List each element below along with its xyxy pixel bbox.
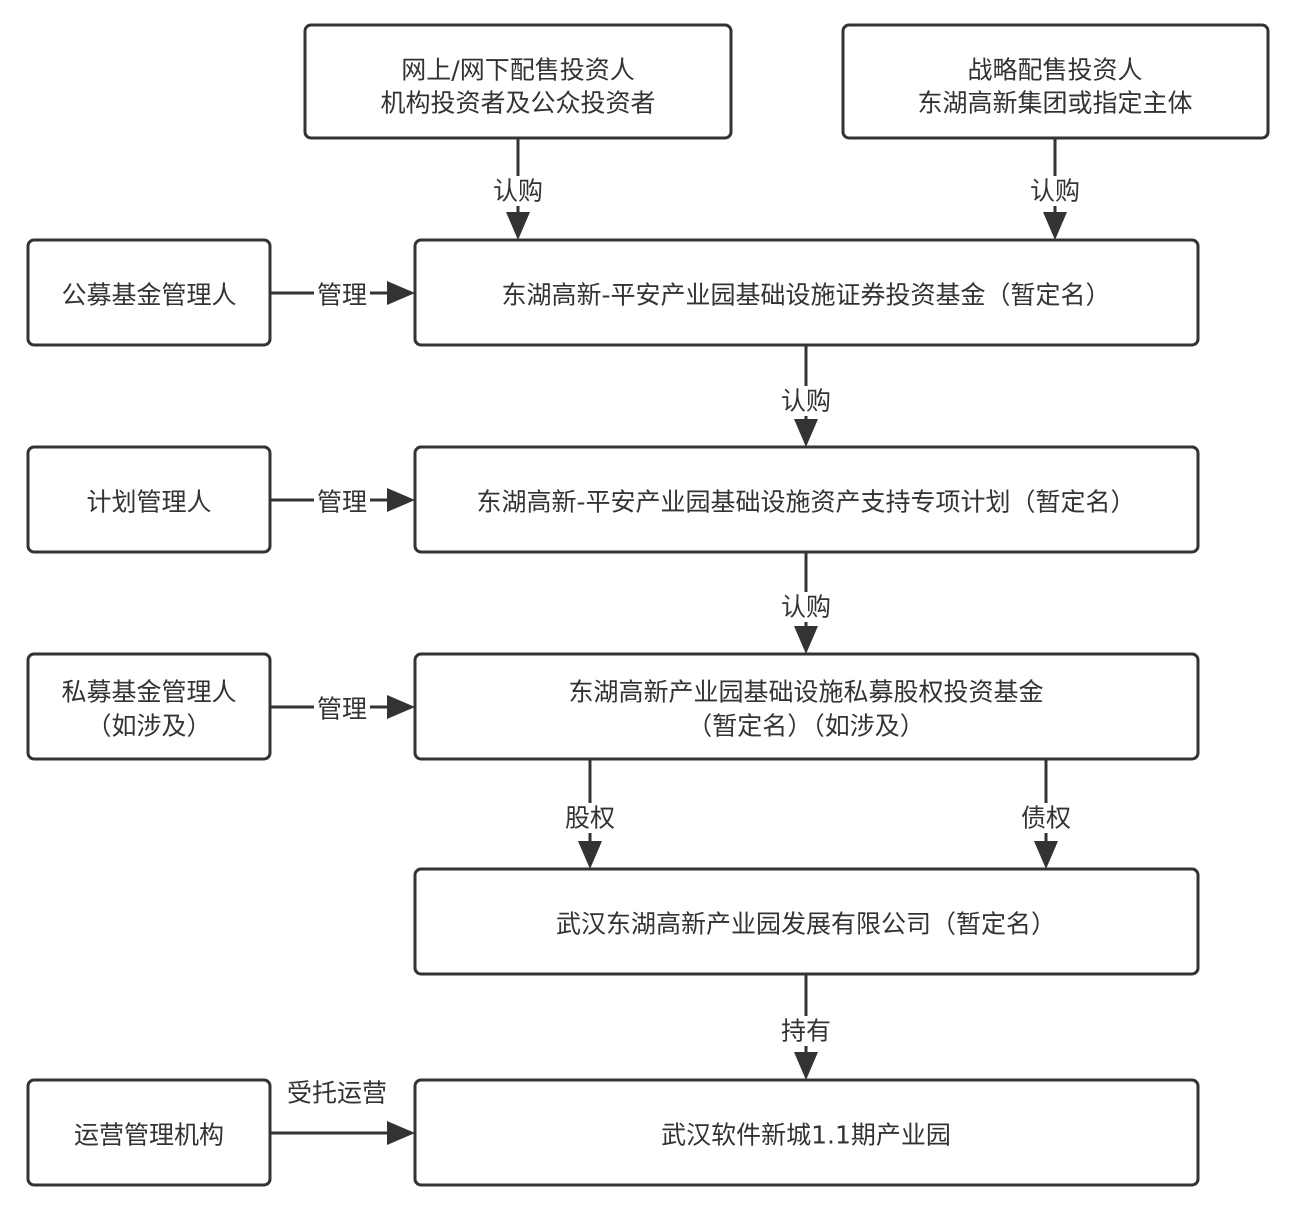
edge-label-equity: 股权 [565, 804, 615, 833]
edge-public-fund-manager-to-public-fund: 管理 [270, 280, 415, 310]
arrow-head [794, 419, 818, 447]
private-fund-box [413, 652, 1200, 761]
edge-label-subscribe: 认购 [1030, 177, 1080, 206]
arrow-head [794, 626, 818, 654]
edge-label-bg [314, 280, 370, 310]
edge-label-manage: 管理 [317, 695, 367, 724]
edge-label-bg [1027, 176, 1083, 206]
arrow-head [578, 841, 602, 869]
private-fund-manager-label-line2: （如涉及） [86, 712, 211, 741]
edge-label-debt: 债权 [1021, 804, 1071, 833]
edge-strategic-investors-to-public-fund: 认购 [1027, 138, 1083, 240]
operator-box [26, 1078, 272, 1187]
abs-plan-label: 东湖高新-平安产业园基础设施资产支持专项计划（暂定名） [476, 488, 1135, 517]
node-public-fund-manager: 公募基金管理人 [26, 238, 272, 347]
node-private-fund-manager: 私募基金管理人 （如涉及） [26, 652, 272, 761]
edge-label-bg [314, 694, 370, 724]
edge-label-entrusted-operation: 受托运营 [287, 1079, 387, 1108]
industrial-park-box [413, 1078, 1200, 1187]
edge-label-hold: 持有 [781, 1017, 831, 1046]
edge-operator-to-industrial-park: 受托运营 [270, 1079, 415, 1145]
edge-label-subscribe: 认购 [781, 387, 831, 416]
plan-manager-label: 计划管理人 [86, 488, 211, 517]
edge-label-bg [778, 386, 834, 416]
industrial-park-label: 武汉软件新城1.1期产业园 [661, 1121, 951, 1150]
node-plan-manager: 计划管理人 [26, 445, 272, 554]
public-fund-manager-label: 公募基金管理人 [61, 281, 236, 310]
edge-label-bg [778, 1016, 834, 1046]
edge-private-fund-to-project-company-equity: 股权 [562, 759, 618, 869]
public-fund-box [413, 238, 1200, 347]
node-private-fund: 东湖高新产业园基础设施私募股权投资基金 （暂定名）（如涉及） [413, 652, 1200, 761]
edge-label-manage: 管理 [317, 488, 367, 517]
edge-label-manage: 管理 [317, 281, 367, 310]
node-public-fund: 东湖高新-平安产业园基础设施证券投资基金（暂定名） [413, 238, 1200, 347]
public-fund-label: 东湖高新-平安产业园基础设施证券投资基金（暂定名） [501, 281, 1110, 310]
arrow-head [387, 695, 415, 719]
arrow-head [1043, 212, 1067, 240]
private-fund-label-line2: （暂定名）（如涉及） [687, 712, 925, 741]
online-investors-label-line2: 机构投资者及公众投资者 [380, 89, 655, 118]
edge-private-fund-to-project-company-debt: 债权 [1018, 759, 1074, 869]
project-company-label: 武汉东湖高新产业园发展有限公司（暂定名） [556, 910, 1056, 939]
online-investors-label-line1: 网上/网下配售投资人 [401, 56, 634, 85]
private-fund-manager-box [26, 652, 272, 761]
edge-label-subscribe: 认购 [781, 593, 831, 622]
node-online-investors: 网上/网下配售投资人 机构投资者及公众投资者 [303, 23, 733, 140]
edge-abs-plan-to-private-fund: 认购 [778, 552, 834, 654]
edge-label-bg [778, 592, 834, 622]
arrow-head [794, 1052, 818, 1080]
edge-online-investors-to-public-fund: 认购 [490, 138, 546, 240]
plan-manager-box [26, 445, 272, 554]
edge-label-bg [562, 803, 618, 833]
strategic-investors-box [841, 23, 1270, 140]
arrow-head [506, 212, 530, 240]
node-operator: 运营管理机构 [26, 1078, 272, 1187]
operator-label: 运营管理机构 [74, 1121, 224, 1150]
arrow-head [387, 281, 415, 305]
node-project-company: 武汉东湖高新产业园发展有限公司（暂定名） [413, 867, 1200, 976]
private-fund-label-line1: 东湖高新产业园基础设施私募股权投资基金 [568, 678, 1043, 707]
edge-label-subscribe: 认购 [493, 177, 543, 206]
arrow-head [387, 1121, 415, 1145]
public-fund-manager-box [26, 238, 272, 347]
private-fund-manager-label-line1: 私募基金管理人 [61, 678, 236, 707]
arrow-head [1034, 841, 1058, 869]
abs-plan-box [413, 445, 1200, 554]
strategic-investors-label-line1: 战略配售投资人 [967, 56, 1142, 85]
edge-project-company-to-industrial-park: 持有 [778, 974, 834, 1080]
arrow-head [387, 488, 415, 512]
online-investors-box [303, 23, 733, 140]
node-strategic-investors: 战略配售投资人 东湖高新集团或指定主体 [841, 23, 1270, 140]
node-abs-plan: 东湖高新-平安产业园基础设施资产支持专项计划（暂定名） [413, 445, 1200, 554]
edge-private-fund-manager-to-private-fund: 管理 [270, 694, 415, 724]
edge-label-bg [490, 176, 546, 206]
edge-plan-manager-to-abs-plan: 管理 [270, 487, 415, 517]
project-company-box [413, 867, 1200, 976]
edge-label-bg [314, 487, 370, 517]
strategic-investors-label-line2: 东湖高新集团或指定主体 [917, 89, 1192, 118]
node-industrial-park: 武汉软件新城1.1期产业园 [413, 1078, 1200, 1187]
edge-label-bg [1018, 803, 1074, 833]
edge-public-fund-to-abs-plan: 认购 [778, 345, 834, 447]
